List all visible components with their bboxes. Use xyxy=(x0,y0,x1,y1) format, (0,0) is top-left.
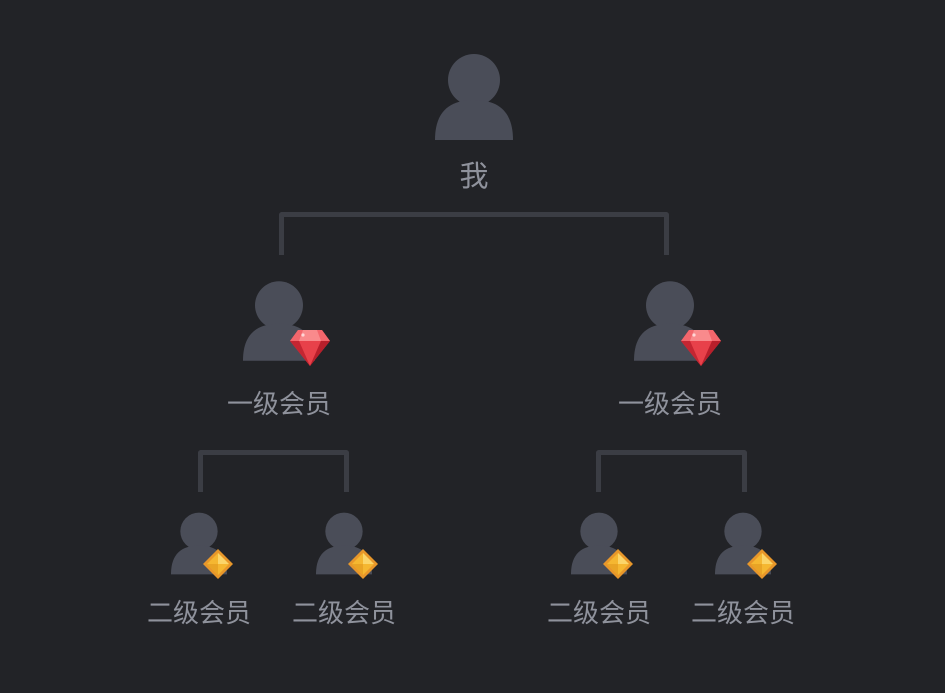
gold-diamond-icon xyxy=(347,549,378,579)
level1-label: 一级会员 xyxy=(226,390,332,420)
gold-diamond-icon xyxy=(202,549,233,579)
level2-label: 二级会员 xyxy=(546,599,652,629)
connector-left xyxy=(198,450,349,492)
gold-diamond-icon xyxy=(602,549,633,579)
connector-root xyxy=(279,212,669,255)
level2-label: 二级会员 xyxy=(146,599,252,629)
root-node: 我 xyxy=(435,54,513,191)
level2-label: 二级会员 xyxy=(690,599,796,629)
level2-label: 二级会员 xyxy=(291,599,397,629)
level2-node: 二级会员 xyxy=(547,512,651,627)
gold-diamond-icon xyxy=(746,549,777,579)
connector-right xyxy=(596,450,747,492)
user-icon xyxy=(435,54,513,140)
ruby-gem-icon xyxy=(289,330,330,366)
level1-label: 一级会员 xyxy=(617,390,723,420)
level2-node: 二级会员 xyxy=(691,512,795,627)
level1-node: 一级会员 xyxy=(618,280,722,418)
level1-node: 一级会员 xyxy=(227,280,331,418)
level2-node: 二级会员 xyxy=(292,512,396,627)
ruby-gem-icon xyxy=(680,330,721,366)
root-label: 我 xyxy=(459,159,489,193)
level2-node: 二级会员 xyxy=(147,512,251,627)
